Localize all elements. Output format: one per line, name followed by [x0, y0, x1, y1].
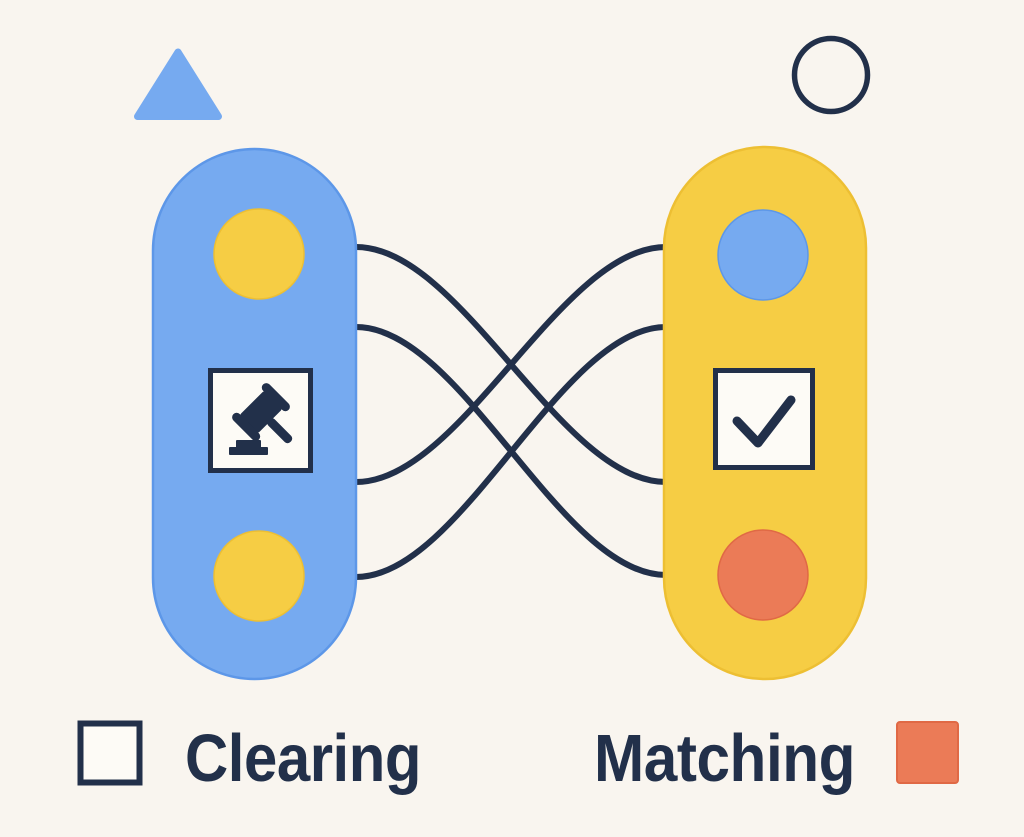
matching-label: Matching [594, 721, 855, 796]
pill-top-dot [717, 209, 809, 301]
checkmark-tile [713, 368, 815, 470]
clearing-label: Clearing [185, 721, 421, 796]
pill-top-dot [213, 208, 305, 300]
circle-outline-icon [791, 35, 871, 115]
pill-bottom-dot [213, 530, 305, 622]
gavel-icon [229, 383, 293, 455]
connection-line [355, 324, 667, 580]
legend: Clearing Matching [77, 720, 959, 796]
clearing-pill [151, 147, 358, 681]
pill-bottom-dot [717, 529, 809, 621]
triangle-icon [134, 48, 222, 120]
square-outline-icon [77, 720, 143, 786]
matching-pill [662, 145, 868, 681]
filled-square-icon [896, 721, 959, 784]
checkmark-icon [732, 395, 796, 448]
connection-line [355, 244, 667, 485]
connection-lines [355, 244, 667, 580]
